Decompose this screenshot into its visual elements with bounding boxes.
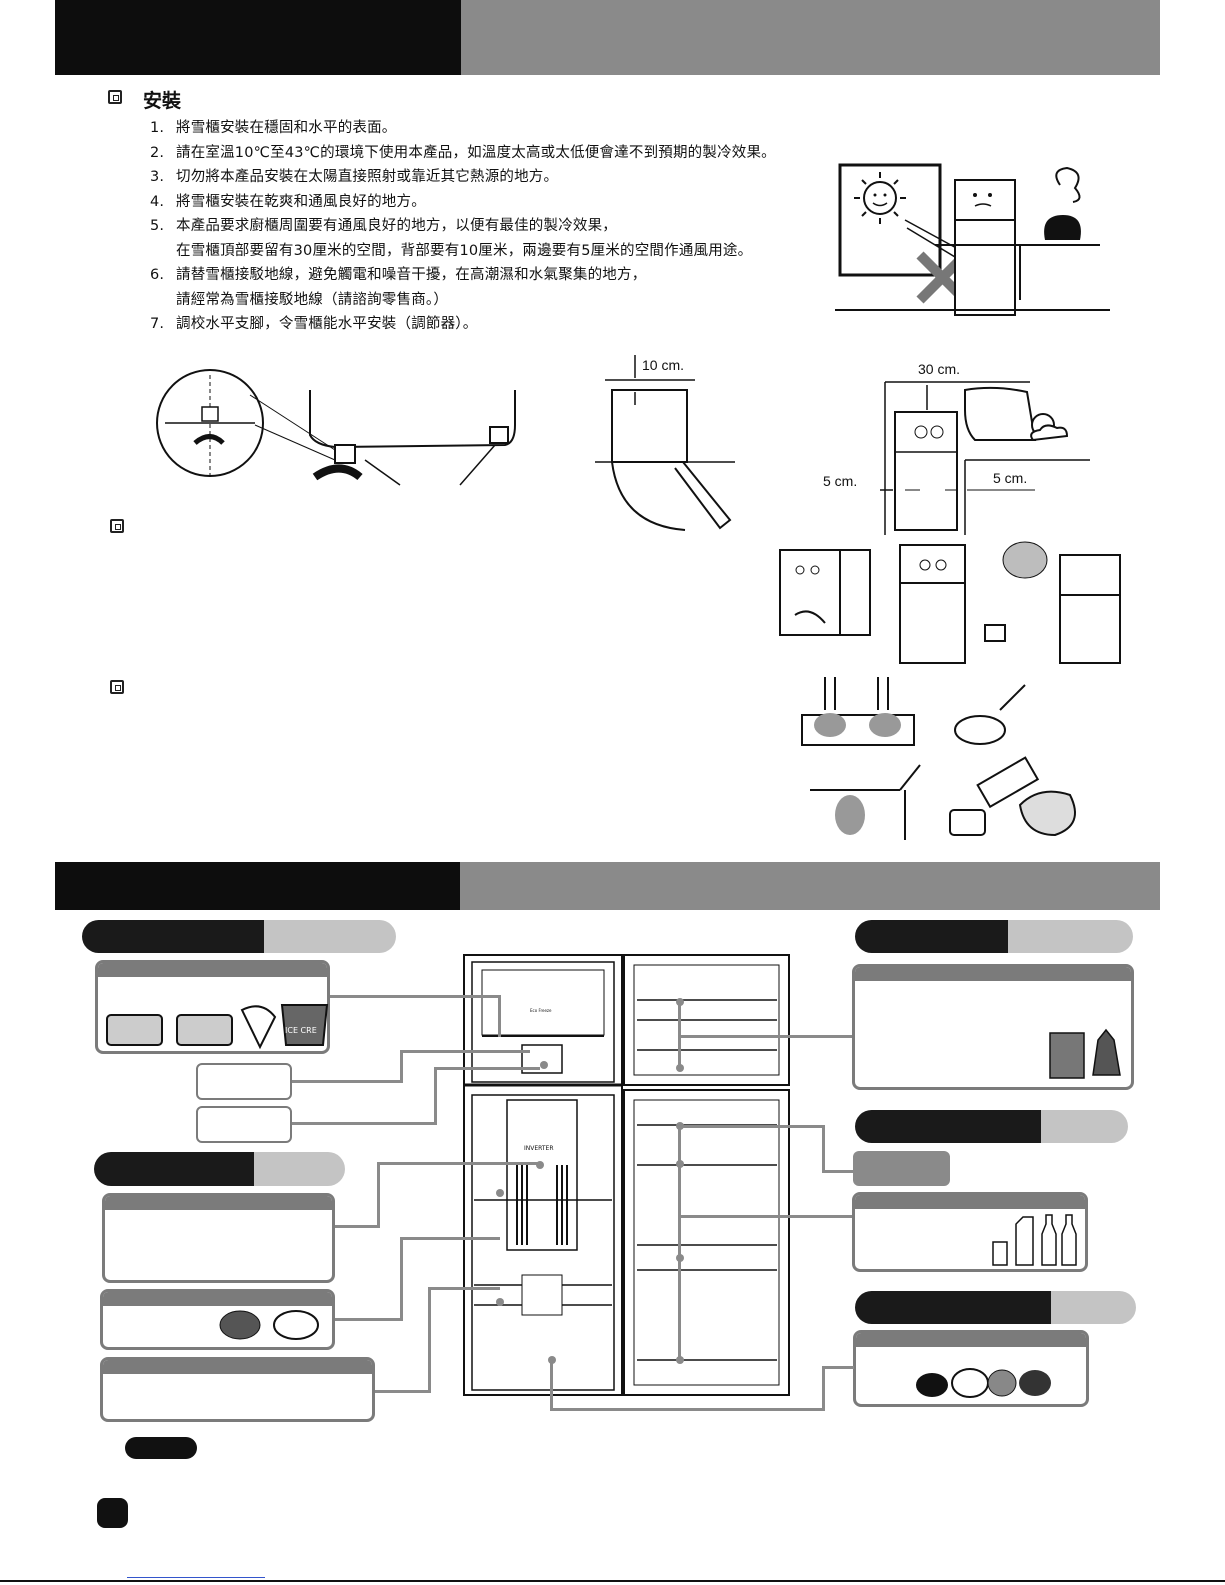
install-item-6b: 請經常為雪櫃接駁地線（請諮詢零售商。）: [176, 291, 449, 308]
callout-line: [550, 1360, 553, 1410]
install-item-4: 4.將雪櫃安裝在乾爽和通風良好的地方。: [150, 193, 426, 210]
heat-source-illustration: [835, 163, 1110, 316]
mid-header-right: [460, 862, 1160, 910]
svg-text:Eco Freeze: Eco Freeze: [530, 1008, 552, 1013]
top-side-clearance-diagram: [880, 381, 1090, 535]
install-item-6: 6.請替雪櫃接駁地線，避免觸電和噪音干擾，在高潮濕和水氣聚集的地方，: [150, 267, 647, 283]
ice-cream-illustration: ICE CRE: [106, 1004, 329, 1050]
callout-line: [377, 1162, 380, 1228]
callout-line: [292, 1122, 437, 1125]
install-item-3: 3.切勿將本產品安裝在太陽直接照射或靠近其它熱源的地方。: [150, 169, 559, 185]
right-clearance-label: 5 cm.: [993, 470, 1028, 486]
chilled-case-box: [100, 1357, 375, 1422]
door-pocket-heading-pill: [855, 1110, 1128, 1143]
install-list: 1.將雪櫃安裝在穩固和水平的表面。 2.請在室溫10℃至43℃的環境下使用本產品…: [150, 116, 776, 337]
top-clearance-label: 30 cm.: [918, 361, 961, 377]
frozen-bags-illustration: [1049, 1028, 1121, 1079]
kettle-icon: [1044, 166, 1081, 240]
section-bullet-icon: [110, 680, 124, 694]
install-item-1: 1.將雪櫃安裝在穩固和水平的表面。: [150, 120, 397, 136]
callout-line: [434, 1067, 540, 1070]
callout-line: [335, 1225, 380, 1228]
left-clearance-label: 5 cm.: [823, 473, 858, 489]
cloud-sun-icon: [1030, 413, 1069, 442]
sun-icon: [854, 172, 906, 224]
callout-line: [428, 1287, 431, 1393]
egg-tray-tag: [853, 1151, 950, 1186]
callout-line: [377, 1162, 542, 1165]
callout-line: [375, 1390, 430, 1393]
back-clearance-diagram: [595, 355, 735, 531]
section-bullet-icon: [110, 519, 124, 533]
cleaning-illustration: [779, 541, 1121, 664]
callout-line: [678, 1002, 681, 1067]
leveling-foot-illustration: [156, 369, 516, 486]
top-header-left: [55, 0, 461, 75]
food-storage-illustration: [801, 677, 1076, 840]
install-item-5b: 在雪櫃頂部要留有30厘米的空間，背部要有10厘米，兩邊要有5厘米的空間作通風用途…: [176, 242, 753, 259]
vegetable-heading-pill: [855, 1291, 1136, 1324]
callout-line: [292, 1080, 402, 1083]
page-number-badge: [97, 1498, 128, 1528]
callout-line: [434, 1067, 437, 1125]
callout-line: [680, 1215, 852, 1218]
install-item-2: 2.請在室溫10℃至43℃的環境下使用本產品，如溫度太高或太低便會達不到預期的製…: [150, 144, 776, 161]
install-item-7: 7.調校水平支腳，令雪櫃能水平安裝（調節器）。: [150, 316, 478, 332]
callout-line: [400, 1050, 403, 1083]
refrigerator-info-box: [102, 1193, 335, 1283]
top-header-right: [461, 0, 1160, 75]
callout-line: [428, 1287, 500, 1290]
freezer-door-heading-pill: [855, 920, 1133, 953]
install-item-5: 5.本產品要求廚櫃周圍要有通風良好的地方，以便有最佳的製冷效果，: [150, 218, 617, 234]
ice-box-tag: [196, 1106, 292, 1143]
footer-rule: [0, 1580, 1225, 1582]
install-title: 安裝: [143, 90, 182, 112]
svg-text:ICE CRE: ICE CRE: [285, 1026, 317, 1035]
footer-link-underline: [127, 1577, 265, 1578]
back-clearance-label: 10 cm.: [642, 357, 685, 373]
callout-line: [822, 1366, 825, 1411]
bowls-illustration: [219, 1310, 319, 1340]
callout-line: [498, 995, 501, 1037]
callout-line: [400, 1050, 530, 1053]
refrigerator-heading-pill: [94, 1152, 345, 1186]
refrigerator-interior-diagram: INVERTER Eco Freeze: [463, 954, 790, 1396]
vegetable-info-box: [853, 1330, 1089, 1407]
callout-line: [822, 1366, 854, 1369]
freezer-door-info-box: [852, 964, 1134, 1090]
callout-line: [680, 1035, 852, 1038]
callout-line: [822, 1170, 854, 1173]
bottles-illustration: [992, 1214, 1077, 1266]
callout-line: [678, 1125, 681, 1363]
section-bullet-icon: [108, 90, 122, 104]
vegetables-illustration: [916, 1368, 1051, 1398]
callout-line: [550, 1408, 825, 1411]
svg-text:INVERTER: INVERTER: [524, 1145, 554, 1152]
callout-line: [335, 1318, 403, 1321]
mid-header-left: [55, 862, 460, 910]
callout-line: [400, 1237, 403, 1321]
callout-line: [680, 1125, 825, 1128]
freezer-heading-pill: [82, 920, 396, 953]
callout-line: [400, 1237, 500, 1240]
note-badge: [125, 1437, 197, 1459]
callout-line: [330, 995, 500, 998]
callout-line: [822, 1125, 825, 1173]
ice-tray-tag: [196, 1063, 292, 1100]
